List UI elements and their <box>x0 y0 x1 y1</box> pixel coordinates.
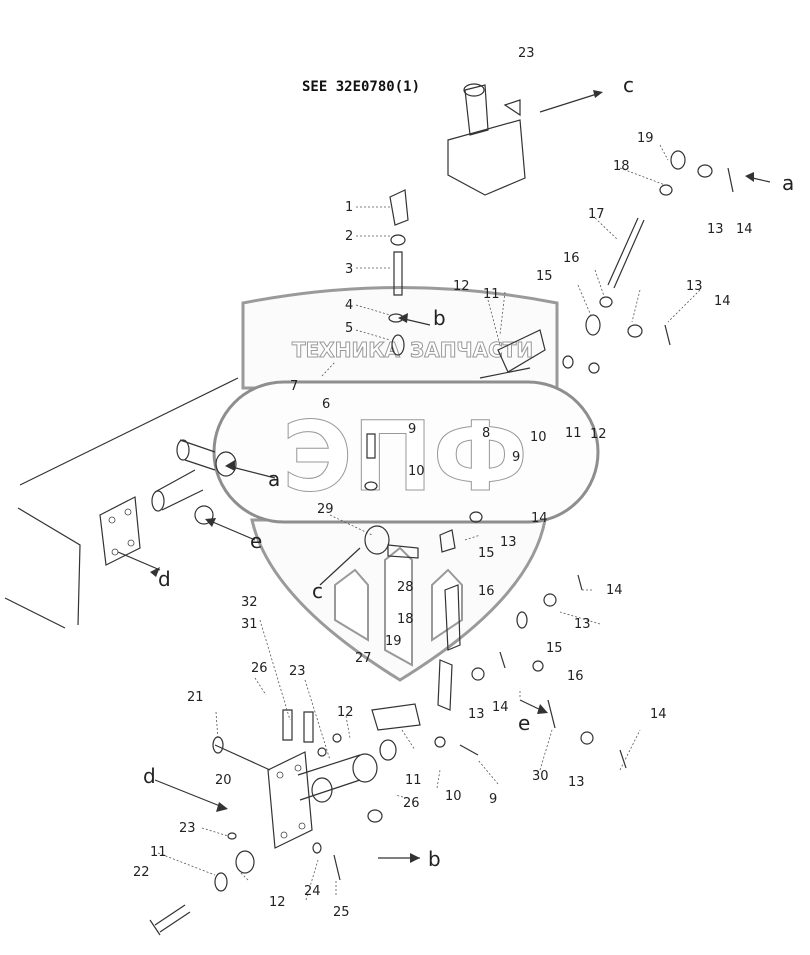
part-number-label: 1 <box>345 200 353 215</box>
part-number-label: 19 <box>385 634 402 649</box>
part-number-label: 16 <box>567 669 584 684</box>
part-number-label: 14 <box>492 700 509 715</box>
part-number-label: 10 <box>445 789 462 804</box>
part-number-label: 11 <box>483 287 500 302</box>
part-number-label: 9 <box>408 422 416 437</box>
part-number-label: 31 <box>241 617 258 632</box>
arrow-reference-label: e <box>250 529 262 553</box>
part-number-label: 12 <box>590 427 607 442</box>
arrow-reference-label: b <box>428 847 441 871</box>
part-number-label: 14 <box>650 707 667 722</box>
arrow-reference-label: b <box>433 306 446 330</box>
arrow-reference-label: d <box>158 567 171 591</box>
arrow-reference-label: c <box>312 579 323 603</box>
part-number-label: 21 <box>187 690 204 705</box>
part-number-label: 4 <box>345 298 353 313</box>
part-number-label: 14 <box>736 222 753 237</box>
part-number-label: 15 <box>478 546 495 561</box>
part-number-label: 23 <box>179 821 196 836</box>
arrow-reference-label: c <box>623 73 634 97</box>
part-number-label: 13 <box>707 222 724 237</box>
part-number-label: 30 <box>532 769 549 784</box>
part-number-label: 20 <box>215 773 232 788</box>
reference-note: SEE 32E0780(1) <box>302 79 420 95</box>
part-number-label: 18 <box>613 159 630 174</box>
part-number-label: 11 <box>565 426 582 441</box>
part-number-label: 11 <box>405 773 422 788</box>
part-number-label: 11 <box>150 845 167 860</box>
part-number-label: 17 <box>588 207 605 222</box>
part-number-label: 12 <box>453 279 470 294</box>
part-number-label: 14 <box>531 511 548 526</box>
part-number-label: 8 <box>482 426 490 441</box>
part-drawing <box>4 83 771 936</box>
part-number-label: 5 <box>345 321 353 336</box>
part-number-label: 14 <box>714 294 731 309</box>
part-number-label: 25 <box>333 905 350 920</box>
direction-arrows <box>117 90 771 863</box>
part-number-label: 23 <box>289 664 306 679</box>
part-number-label: 16 <box>563 251 580 266</box>
part-number-label: 26 <box>251 661 268 676</box>
part-number-label: 2 <box>345 229 353 244</box>
part-number-label: 10 <box>530 430 547 445</box>
part-number-label: 24 <box>304 884 321 899</box>
part-number-label: 13 <box>468 707 485 722</box>
part-number-label: 13 <box>500 535 517 550</box>
part-number-label: 23 <box>518 46 535 61</box>
arrow-reference-label: a <box>268 467 280 491</box>
part-number-label: 6 <box>322 397 330 412</box>
part-number-label: 14 <box>606 583 623 598</box>
arrow-reference-label: d <box>143 764 156 788</box>
arrow-reference-label: a <box>782 171 794 195</box>
part-number-label: 32 <box>241 595 258 610</box>
part-number-label: 22 <box>133 865 150 880</box>
watermark-logo-letters: ЭПФ <box>282 401 528 513</box>
part-number-label: 3 <box>345 262 353 277</box>
part-number-label: 13 <box>686 279 703 294</box>
part-number-label: 28 <box>397 580 414 595</box>
watermark-word-right: ЗАПЧАСТИ <box>410 338 533 362</box>
part-number-label: 29 <box>317 502 334 517</box>
part-number-label: 10 <box>408 464 425 479</box>
part-number-label: 18 <box>397 612 414 627</box>
watermark-word-left: ТЕХНИКА <box>292 338 401 362</box>
part-number-label: 15 <box>536 269 553 284</box>
watermark-logo: ТЕХНИКА ЗАПЧАСТИ ЭПФ <box>212 286 600 682</box>
part-number-label: 27 <box>355 651 372 666</box>
part-number-label: 13 <box>574 617 591 632</box>
part-number-label: 12 <box>269 895 286 910</box>
part-number-label: 12 <box>337 705 354 720</box>
part-number-label: 13 <box>568 775 585 790</box>
part-number-label: 7 <box>290 379 298 394</box>
part-number-label: 16 <box>478 584 495 599</box>
part-number-label: 15 <box>546 641 563 656</box>
part-number-label: 19 <box>637 131 654 146</box>
arrow-reference-label: e <box>518 711 530 735</box>
part-number-label: 9 <box>489 792 497 807</box>
part-number-label: 26 <box>403 796 420 811</box>
part-number-label: 9 <box>512 450 520 465</box>
